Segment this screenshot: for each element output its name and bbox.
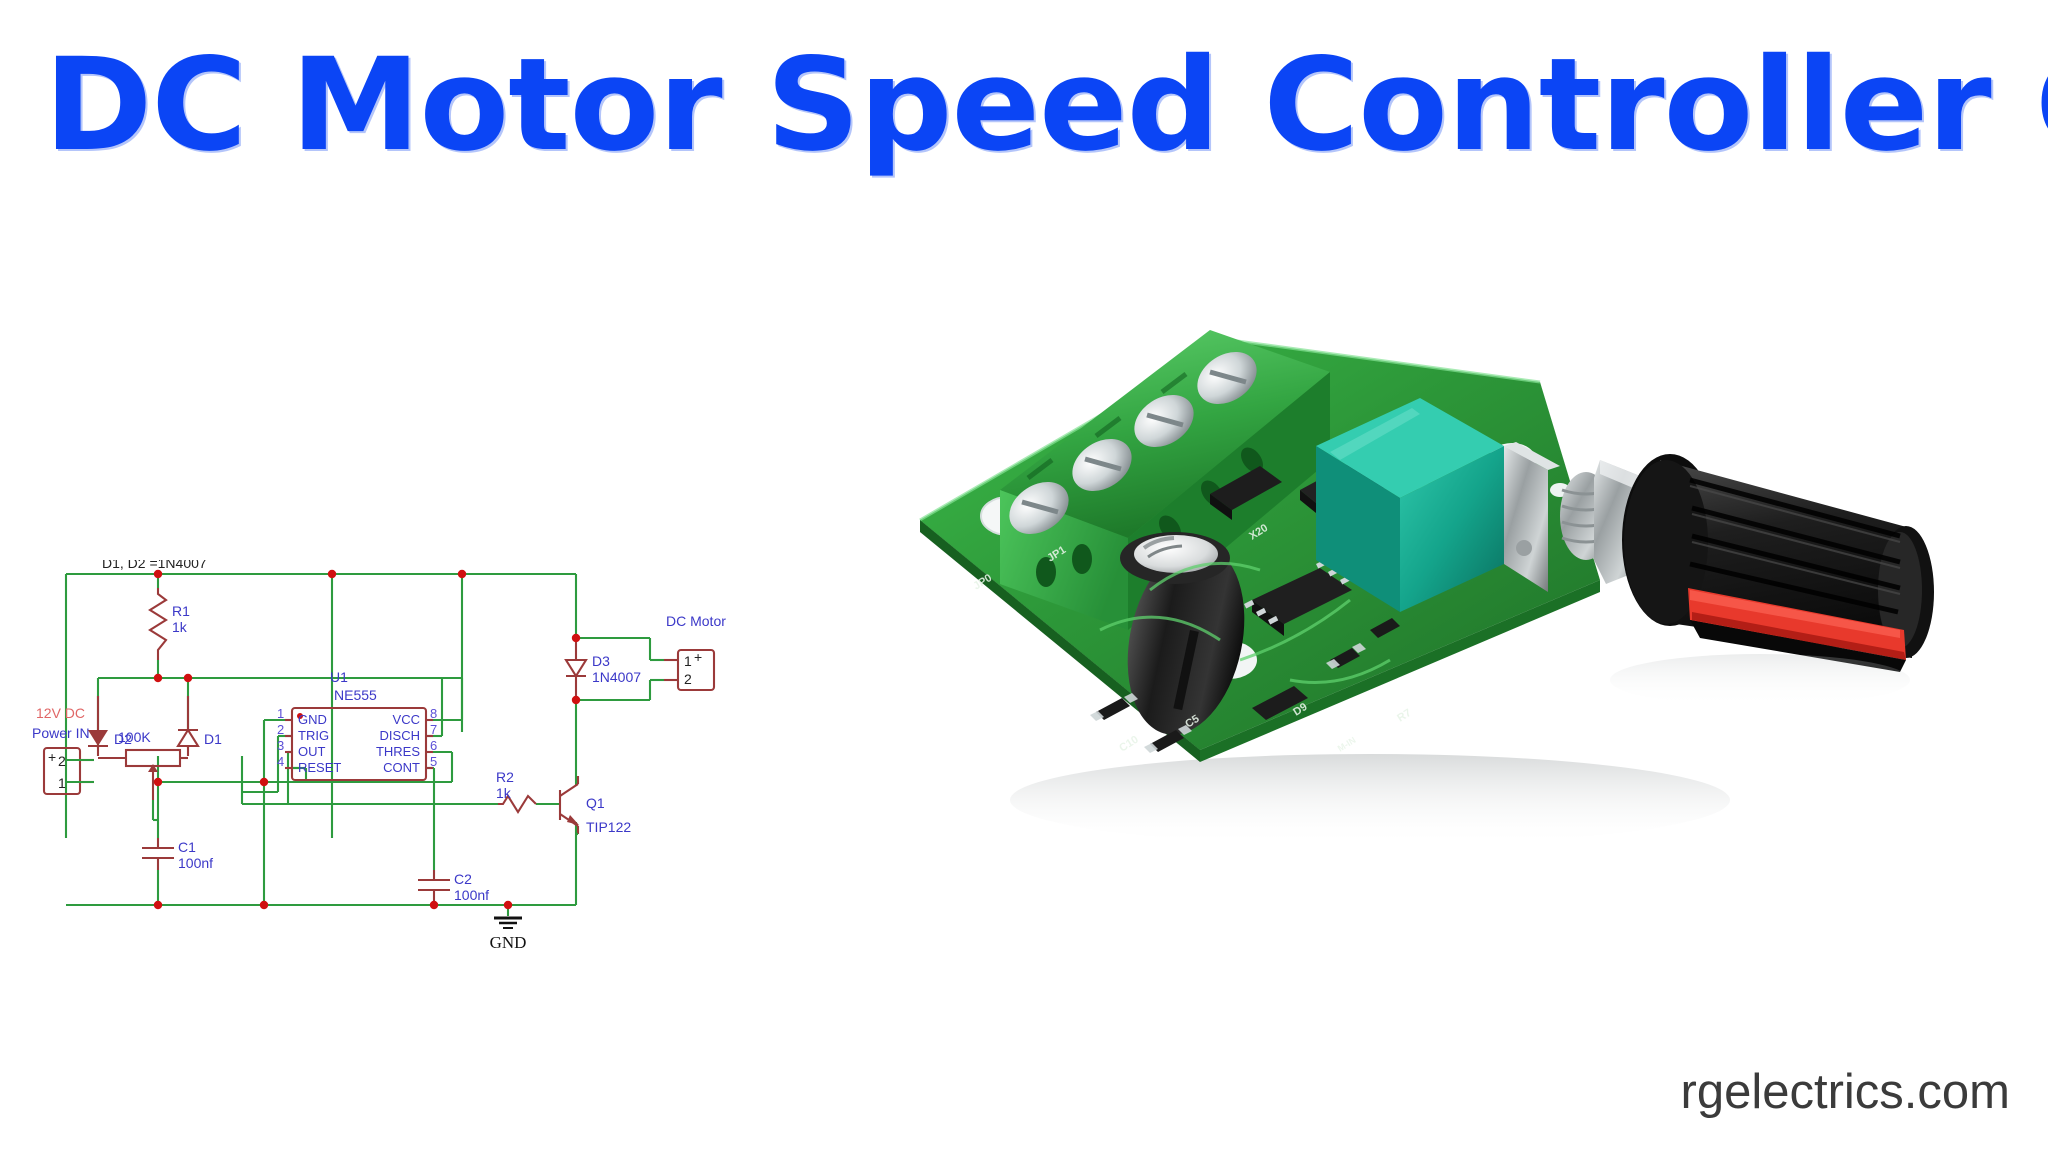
capacitor-c1: C1 100nf: [142, 838, 213, 871]
pin-label-gnd: GND: [298, 712, 327, 727]
power-label-voltage: 12V DC: [36, 705, 85, 721]
pin-num-6: 6: [430, 738, 437, 753]
svg-text:M-IN: M-IN: [1336, 735, 1358, 754]
q1-value: TIP122: [586, 819, 631, 835]
ic-ne555: U1 NE555 1 2 3 4 GND TRIG OUT RESET 8 7 …: [277, 669, 437, 782]
net-base-drive: [240, 756, 560, 806]
pcb-photo: .silk{fill:#e8f4e8;font-family:"Liberati…: [900, 160, 2048, 900]
junction-dots: [153, 569, 581, 910]
pin-num-2: 2: [277, 722, 284, 737]
ground-label: GND: [490, 933, 527, 952]
d1-ref: D1: [204, 731, 222, 747]
capacitor-c2: C2 100nf: [418, 870, 489, 903]
page-title: DC Motor Speed Controller Circuit: [44, 31, 2048, 180]
motor-pin-plus: +: [694, 649, 702, 665]
potentiometer-knob: [1622, 454, 1934, 672]
pin-label-thres: THRES: [376, 744, 420, 759]
power-input-connector: + 2 1: [42, 746, 94, 796]
d3-ref: D3: [592, 653, 610, 669]
dc-motor-label: DC Motor: [666, 613, 726, 629]
resistor-r2: R2 1k: [496, 769, 537, 814]
potentiometer: [1316, 398, 1504, 612]
pin-num-8: 8: [430, 706, 437, 721]
pin-label-cont: CONT: [383, 760, 420, 775]
net-vertical-spines: [330, 574, 578, 838]
circuit-schematic: .w{stroke:#2e9b3f;stroke-width:2.1;fill:…: [30, 560, 930, 980]
r2-value: 1k: [496, 785, 512, 801]
power-label-in: Power IN: [32, 725, 90, 741]
u1-part: NE555: [334, 687, 377, 703]
net-mid-rail: [156, 756, 332, 784]
u1-ref: U1: [330, 669, 348, 685]
pin-num-3: 3: [277, 738, 284, 753]
pin-label-disch: DISCH: [380, 728, 420, 743]
transistor-q1: Q1 TIP122: [558, 776, 631, 836]
potentiometer-100k: 100K: [98, 729, 188, 822]
d2-ref: D2: [114, 731, 132, 747]
diode-d2: D2: [88, 696, 132, 756]
svg-text:C10: C10: [1117, 734, 1140, 755]
pin-num-7: 7: [430, 722, 437, 737]
terminal-screws: [1009, 352, 1257, 534]
pin-label-trig: TRIG: [298, 728, 329, 743]
electrolytic-capacitor: [1120, 532, 1245, 735]
pin-label-vcc: VCC: [393, 712, 420, 727]
dc-motor-connector: 1 + 2: [648, 648, 716, 692]
svg-text:R7: R7: [1395, 707, 1413, 725]
connector-pin-plus: +: [48, 749, 56, 765]
terminal-wire-holes: [1036, 447, 1263, 587]
r1-value: 1k: [172, 619, 188, 635]
c1-value: 100nf: [178, 855, 213, 871]
diode-d3: D3 1N4007: [564, 638, 641, 700]
pin-label-reset: RESET: [298, 760, 341, 775]
ground-symbol: GND: [490, 916, 527, 952]
pin-num-5: 5: [430, 754, 437, 769]
d3-value: 1N4007: [592, 669, 641, 685]
c1-ref: C1: [178, 839, 196, 855]
motor-pin-1: 1: [684, 653, 692, 669]
c2-ref: C2: [454, 871, 472, 887]
diode-note: D1, D2 =1N4007: [102, 560, 207, 571]
diode-d1: D1: [176, 696, 222, 756]
potentiometer-value: 100K: [118, 729, 151, 745]
net-motor-branch: [574, 636, 652, 776]
connector-pin-1: 1: [58, 775, 66, 791]
connector-pin-2: 2: [58, 753, 66, 769]
pin-num-4: 4: [277, 754, 284, 769]
pin-num-1: 1: [277, 706, 284, 721]
r1-ref: R1: [172, 603, 190, 619]
q1-ref: Q1: [586, 795, 605, 811]
site-watermark: rgelectrics.com: [1680, 1065, 2010, 1119]
motor-pin-2: 2: [684, 671, 692, 687]
r2-ref: R2: [496, 769, 514, 785]
resistor-r1: R1 1k: [148, 588, 190, 660]
c2-value: 100nf: [454, 887, 489, 903]
pin-label-out: OUT: [298, 744, 326, 759]
